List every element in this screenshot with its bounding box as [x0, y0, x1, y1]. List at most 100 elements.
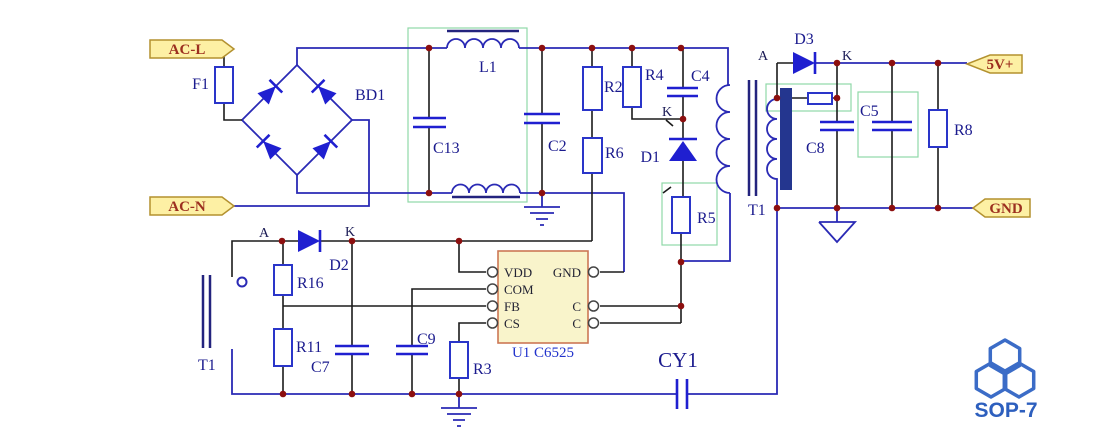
diode-d2 — [298, 230, 322, 252]
pin-com — [486, 283, 499, 295]
chassis-ground-secondary — [818, 208, 858, 244]
label-r4: R4 — [645, 67, 664, 84]
cap-c2 — [524, 112, 560, 125]
earth-ground-ic — [441, 394, 477, 427]
label-t1: T1 — [748, 202, 766, 219]
diode-d3 — [793, 52, 817, 74]
cap-c4 — [667, 86, 698, 98]
bridge-outline — [240, 63, 354, 177]
bridge-rectifier — [255, 78, 339, 160]
resistors — [214, 66, 948, 379]
label-c5: C5 — [860, 103, 879, 120]
ic-u1: VDD COM FB CS GND C C U1 C6525 — [486, 250, 600, 361]
emi-filter-box — [407, 27, 528, 203]
ic-refdes: U1 C6525 — [512, 345, 574, 361]
label-cy1: CY1 — [658, 348, 698, 372]
label-c7: C7 — [311, 359, 330, 376]
ac-n-wire — [234, 119, 370, 207]
wires-blue — [231, 38, 973, 395]
resistor-r3 — [449, 341, 469, 379]
logo-hexagon-top — [988, 338, 1022, 376]
tag-gnd — [971, 198, 1031, 218]
pin-label-c1: C — [572, 299, 581, 314]
pin-cs — [486, 317, 499, 329]
resistor-r2 — [582, 66, 603, 111]
label-t1aux: T1 — [198, 357, 216, 374]
t1-core — [747, 80, 758, 196]
logo-hexagon-right — [1002, 361, 1036, 399]
cap-c7 — [335, 344, 369, 356]
label-c2: C2 — [548, 138, 567, 155]
pin-label-vdd: VDD — [504, 265, 532, 280]
pin-vdd — [486, 266, 499, 278]
label-r16: R16 — [297, 275, 324, 292]
ic-body — [497, 250, 589, 344]
resistor-r6 — [582, 137, 603, 174]
d1-k-tick — [665, 119, 674, 127]
fuse-f1 — [214, 66, 234, 104]
label-bd1: BD1 — [355, 87, 385, 104]
label-f1: F1 — [192, 76, 209, 93]
label-c9: C9 — [417, 331, 436, 348]
cap-c13 — [413, 116, 446, 129]
resistor-r4 — [622, 66, 642, 108]
resistor-r11 — [273, 328, 293, 367]
capacitors — [335, 86, 912, 409]
pin-label-com: COM — [504, 282, 534, 297]
l1-bottom-winding — [451, 183, 521, 194]
label-r5: R5 — [697, 210, 716, 227]
tag-ac-n — [149, 196, 236, 216]
cap-c8 — [820, 120, 854, 132]
label-c13: C13 — [433, 140, 460, 157]
label-r11: R11 — [296, 339, 322, 356]
resistor-r16 — [273, 264, 293, 296]
c5-box — [857, 91, 919, 158]
pin-label-fb: FB — [504, 299, 520, 314]
marker-d3-a: A — [758, 49, 769, 64]
label-r2: R2 — [604, 79, 623, 96]
pin-label-gnd: GND — [553, 265, 581, 280]
cy1-secondary-wire — [687, 208, 778, 395]
cores — [201, 29, 792, 348]
t1-primary-winding — [715, 84, 731, 194]
marker-d1-k: K — [662, 105, 672, 120]
label-d3: D3 — [794, 31, 814, 48]
resistor-r5 — [671, 196, 691, 234]
diode-d1 — [665, 119, 697, 161]
marker-d2-k: K — [345, 225, 355, 240]
logo-text: SOP-7 — [974, 399, 1037, 422]
pin-fb — [486, 300, 499, 312]
marker-d3-k: K — [842, 49, 852, 64]
tag-ac-l — [149, 39, 236, 59]
label-l1: L1 — [479, 59, 497, 76]
label-r3: R3 — [473, 361, 492, 378]
label-c4: C4 — [691, 68, 710, 85]
pin-label-c2: C — [572, 316, 581, 331]
ak-markers: K A K A K — [259, 49, 852, 241]
label-d1: D1 — [640, 149, 660, 166]
label-r6: R6 — [605, 145, 624, 162]
junction-dots — [278, 44, 942, 398]
label-r8: R8 — [954, 122, 973, 139]
pin-c2 — [587, 317, 600, 329]
logo-hexagon-left — [974, 361, 1008, 399]
tag-ac-n-text: AC-N — [168, 199, 206, 215]
cap-c9 — [396, 344, 428, 356]
pin-gnd — [587, 266, 600, 278]
earth-ground-primary — [524, 193, 560, 226]
sop7-logo: SOP-7 — [974, 338, 1038, 422]
net-tags: AC-L AC-N 5V+ GND — [149, 39, 1031, 218]
marker-d2-a: A — [259, 226, 270, 241]
t1-secondary-winding — [766, 98, 778, 208]
t1aux-polarity-dot — [236, 276, 248, 288]
resistor-secondary-snubber — [807, 92, 833, 105]
resistor-r8 — [928, 109, 948, 148]
pin-label-cs: CS — [504, 316, 520, 331]
tag-gnd-text: GND — [989, 201, 1023, 217]
l1-top-winding — [446, 38, 520, 49]
primary-gnd-rail — [231, 349, 677, 395]
pin-c1 — [587, 300, 600, 312]
ref-labels: F1 BD1 L1 C13 C2 R2 R6 R4 C4 D1 R5 T1 D3… — [192, 31, 973, 378]
t1-shield-bar — [780, 88, 792, 190]
